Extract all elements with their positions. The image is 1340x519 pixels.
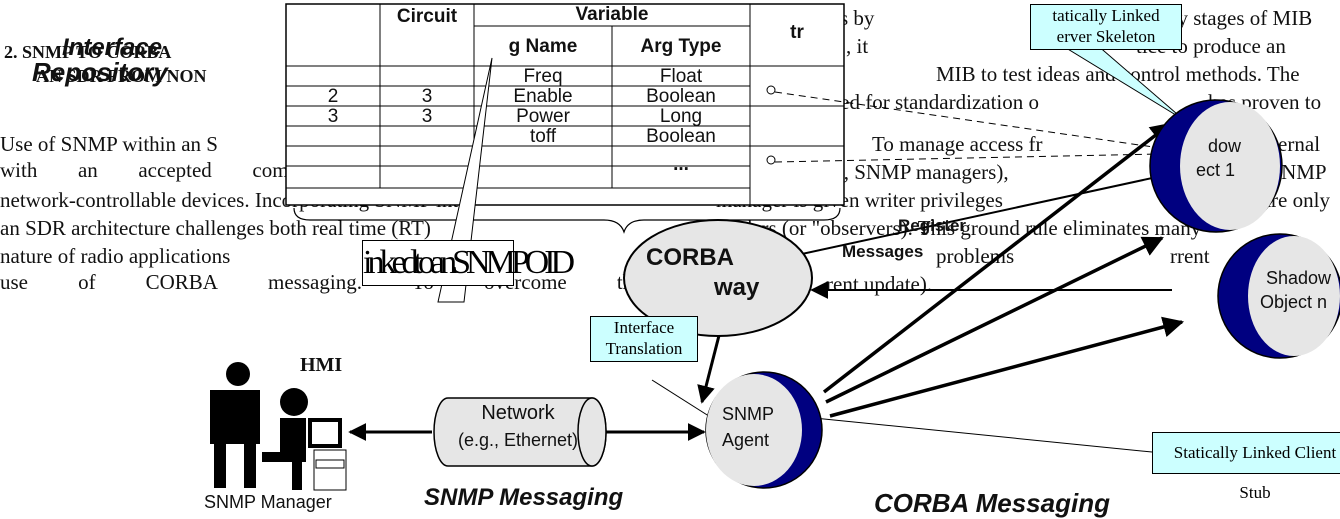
shadow-object-n-node[interactable] [1217, 233, 1340, 359]
table-header-variable: Variable [575, 4, 649, 25]
network-label-line2: (e.g., Ethernet) [457, 430, 579, 450]
hmi-label: HMI [300, 354, 343, 376]
table-brace [293, 207, 841, 234]
register-messages-line2: Messages [842, 242, 924, 261]
register-messages-line1: Register [898, 216, 967, 235]
dashed-register-line-bottom [774, 153, 1161, 163]
agent-to-shadow-n-arrow [829, 316, 1185, 418]
agent-to-shadow-mid-arrow [825, 236, 1164, 404]
linked-oid-callout: inkedtoanSNMPOID [362, 240, 575, 286]
network-cylinder[interactable] [433, 397, 607, 467]
table-header-argtype: Arg Type [640, 36, 722, 57]
interface-translation-callout: Interface Translation [590, 316, 698, 362]
right-text-line5a: To manage access fr [872, 132, 1043, 156]
shadow-object-1-label-line1: dow [1208, 136, 1242, 156]
table-header-name: g Name [508, 36, 578, 57]
interface-repository-label-line1: Interface [62, 34, 163, 61]
snmp-agent-node[interactable] [705, 371, 823, 489]
snmp-agent-label-line1: SNMP [722, 404, 775, 424]
left-text-line5: nature of radio applications [0, 244, 231, 268]
hmi-workstation-icon [210, 362, 347, 491]
right-text-line10: rent update). [826, 272, 933, 296]
shadow-object-n-label-line2: Object n [1260, 292, 1328, 312]
table-header-tr: tr [790, 22, 804, 43]
section-heading-line2: AN SDR FROM NON [36, 66, 207, 86]
shadow-object-n-label-line1: Shadow [1266, 268, 1332, 288]
client-stub-callout: Statically Linked Client Stub [1152, 432, 1340, 502]
network-label-line1: Network [481, 402, 555, 424]
left-text-line1: Use of SNMP within an S [0, 132, 218, 156]
corba-gateway-node[interactable] [623, 219, 813, 337]
interface-repository-label-line2: Repository [32, 57, 168, 87]
table-header-circuit: Circuit [396, 6, 458, 27]
agent-to-shadow1-arrow [822, 122, 1172, 394]
dashed-register-line-top [774, 91, 1161, 149]
snmp-agent-label-line2: Agent [722, 430, 770, 450]
right-text-line2a: , it [846, 34, 869, 58]
right-text-line9b: rrent [1170, 244, 1210, 268]
snmp-manager-label: SNMP Manager [204, 492, 332, 512]
interface-repository-table [285, 3, 845, 206]
right-text-line4a: sed for standardization o [832, 90, 1040, 114]
snmp-messaging-label: SNMP Messaging [424, 484, 624, 511]
section-heading-line1: 2. SNMP TO CORBA [4, 42, 172, 62]
corba-messaging-label: CORBA Messaging [874, 488, 1110, 518]
shadow-object-1-node[interactable] [1149, 99, 1283, 233]
server-skeleton-callout: tatically Linked erver Skeleton [1030, 4, 1182, 50]
client-stub-callout-pointer [813, 417, 1153, 453]
corba-gateway-label-line2: way [714, 274, 760, 301]
shadow-object-1-label-line2: ect 1 [1196, 160, 1236, 180]
corba-gateway-label-line1: CORBA [646, 244, 734, 271]
